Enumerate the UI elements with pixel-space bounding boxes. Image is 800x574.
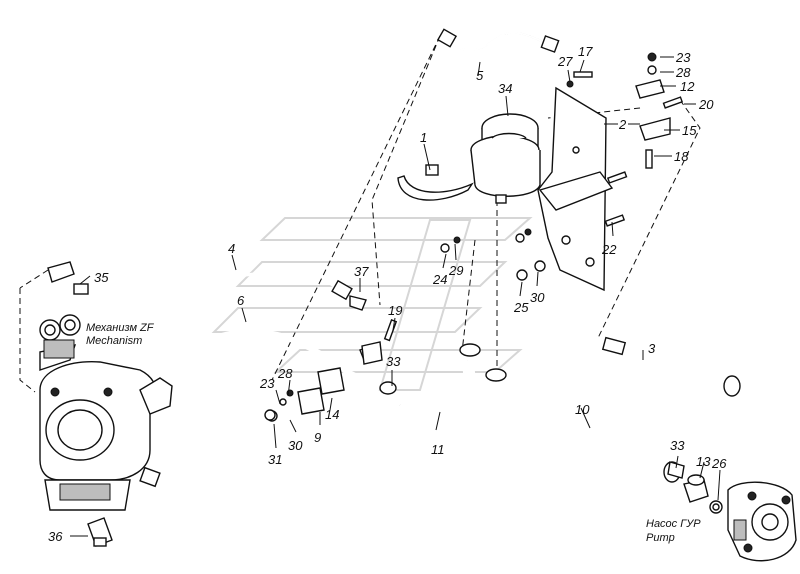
callout-24: 24: [432, 272, 447, 287]
callout-3: 3: [648, 341, 656, 356]
hose-11: [379, 343, 481, 413]
callout-20: 20: [698, 97, 714, 112]
callout-23-top: 23: [675, 50, 691, 65]
callout-6: 6: [237, 293, 245, 308]
bracket-2: [537, 86, 614, 292]
callout-35: 35: [94, 270, 109, 285]
routing-lines: [19, 35, 701, 393]
pump-fittings: [667, 461, 723, 514]
callout-15: 15: [682, 123, 697, 138]
callout-18: 18: [674, 149, 689, 164]
callout-30-left: 30: [288, 438, 303, 453]
callout-31: 31: [268, 452, 282, 467]
callout-28-left: 28: [277, 366, 293, 381]
caption-mechanism-en: Mechanism: [86, 335, 142, 347]
callout-34: 34: [498, 81, 512, 96]
pipe-5: [436, 28, 560, 53]
callout-36: 36: [48, 529, 63, 544]
callout-19: 19: [388, 303, 402, 318]
callout-12: 12: [680, 79, 695, 94]
callout-2: 2: [618, 117, 627, 132]
pipe-6: [139, 328, 381, 488]
steering-mechanism: [39, 314, 173, 511]
callout-25: 25: [513, 300, 529, 315]
captions: Механизм ZF Mechanism Насос ГУР Pump: [86, 322, 701, 544]
callout-33-right: 33: [670, 438, 685, 453]
power-steering-pump: [727, 481, 797, 562]
hose-3: [601, 336, 741, 397]
callout-26: 26: [711, 456, 727, 471]
callout-13: 13: [696, 454, 711, 469]
caption-mechanism-ru: Механизм ZF: [86, 322, 155, 334]
callout-14: 14: [325, 407, 339, 422]
callout-33-center: 33: [386, 354, 401, 369]
pipe-4: [47, 261, 367, 311]
callout-numbers: 1 2 3 4 5 6 9 10 11 12 13 14 15 17 18 19…: [48, 44, 727, 544]
clamp-1: [397, 164, 474, 201]
callout-11: 11: [431, 442, 445, 457]
caption-pump-en: Pump: [646, 532, 675, 544]
callout-30-right: 30: [530, 290, 545, 305]
caption-pump-ru: Насос ГУР: [646, 518, 701, 530]
fitting-36: [87, 517, 113, 547]
clips: [297, 319, 398, 415]
callout-10: 10: [575, 402, 590, 417]
reservoir-34: [470, 113, 541, 204]
callout-1: 1: [420, 130, 427, 145]
callout-4: 4: [228, 241, 235, 256]
watermark: [211, 217, 533, 391]
callout-27: 27: [557, 54, 573, 69]
leader-lines: [70, 56, 721, 537]
callout-28-top: 28: [675, 65, 691, 80]
callout-5: 5: [476, 68, 484, 83]
hose-10: [485, 368, 681, 483]
callout-29: 29: [448, 263, 463, 278]
callout-22: 22: [601, 242, 617, 257]
callout-23-left: 23: [259, 376, 275, 391]
callout-37: 37: [354, 264, 369, 279]
callout-17: 17: [578, 44, 593, 59]
callout-9: 9: [314, 430, 321, 445]
